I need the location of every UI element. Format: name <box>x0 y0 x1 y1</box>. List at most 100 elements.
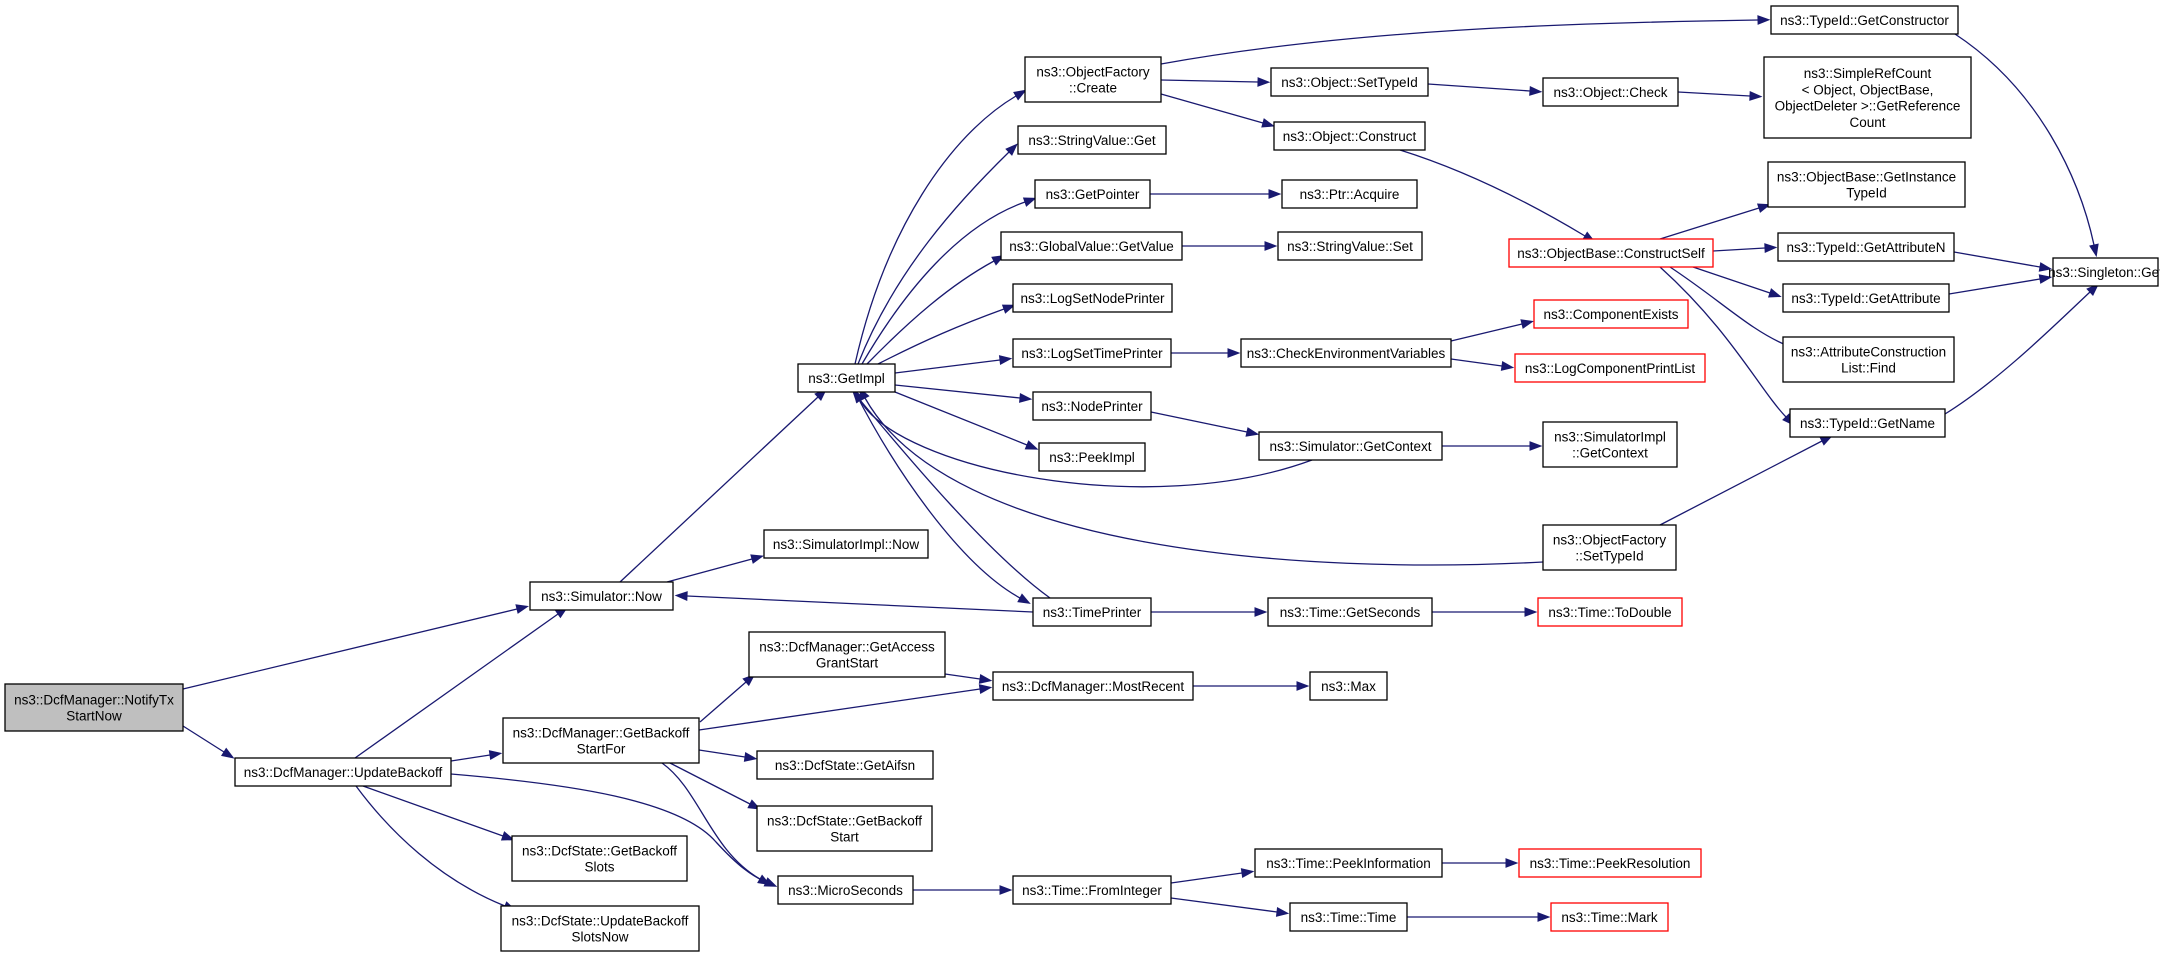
node-micros[interactable]: ns3::MicroSeconds <box>777 875 914 905</box>
edge-line <box>1692 266 1771 294</box>
node-box <box>1038 442 1146 472</box>
node-label: ns3::Time::Time <box>1301 910 1397 925</box>
node-label: ns3::LogSetTimePrinter <box>1021 346 1163 361</box>
node-box <box>2052 257 2159 287</box>
node-nodepr[interactable]: ns3::NodePrinter <box>1032 391 1152 421</box>
node-box <box>992 671 1194 701</box>
node-gvget[interactable]: ns3::GlobalValue::GetValue <box>1000 231 1183 261</box>
node-label: < Object, ObjectBase, <box>1802 82 1934 97</box>
node-ptracq[interactable]: ns3::Ptr::Acquire <box>1281 179 1418 209</box>
node-strget[interactable]: ns3::StringValue::Get <box>1017 125 1167 155</box>
node-strset[interactable]: ns3::StringValue::Set <box>1277 231 1423 261</box>
node-box <box>756 750 934 780</box>
arrowhead-icon <box>1768 288 1782 298</box>
node-getaifsn[interactable]: ns3::DcfState::GetAifsn <box>756 750 934 780</box>
node-tidgetattr[interactable]: ns3::TypeId::GetAttribute <box>1782 283 1950 313</box>
node-tidgetctor[interactable]: ns3::TypeId::GetConstructor <box>1770 5 1959 35</box>
node-timepr[interactable]: ns3::TimePrinter <box>1032 597 1152 627</box>
node-timemark[interactable]: ns3::Time::Mark <box>1550 902 1669 932</box>
node-updbk[interactable]: ns3::DcfManager::UpdateBackoff <box>234 757 452 787</box>
edge-ofsettid-to-getimpl <box>858 387 1544 566</box>
node-box <box>1782 336 1955 383</box>
node-label: ns3::CheckEnvironmentVariables <box>1247 346 1446 361</box>
node-getptr[interactable]: ns3::GetPointer <box>1034 179 1151 209</box>
node-timetime[interactable]: ns3::Time::Time <box>1289 902 1408 932</box>
node-simimplnow[interactable]: ns3::SimulatorImpl::Now <box>763 529 929 559</box>
edge-ofcreate-to-tidgetctor <box>1160 15 1771 65</box>
node-label: List::Find <box>1841 361 1896 376</box>
node-logcomppl[interactable]: ns3::LogComponentPrintList <box>1514 353 1706 383</box>
node-peekimpl[interactable]: ns3::PeekImpl <box>1038 442 1146 472</box>
edge-line <box>450 754 491 762</box>
node-obconstself[interactable]: ns3::ObjectBase::ConstructSelf <box>1508 238 1714 268</box>
node-objcheck[interactable]: ns3::Object::Check <box>1542 77 1679 107</box>
node-label: ns3::Object::Construct <box>1283 129 1417 144</box>
node-label: ns3::TypeId::GetConstructor <box>1780 13 1949 28</box>
node-label: ns3::Object::Check <box>1553 85 1667 100</box>
node-simimplctx[interactable]: ns3::SimulatorImpl::GetContext <box>1542 421 1678 468</box>
node-box <box>1017 125 1167 155</box>
edge-obconstself-to-attrfind <box>1669 266 1798 350</box>
node-box <box>748 631 946 678</box>
edge-timetime-to-timemark <box>1407 912 1551 922</box>
node-box <box>1767 161 1966 208</box>
edge-line <box>686 595 1034 613</box>
edge-line <box>1150 411 1248 433</box>
node-getimpl[interactable]: ns3::GetImpl <box>797 363 896 393</box>
edge-tidgetname-to-singget <box>1944 283 2100 415</box>
edge-getbkfor-to-getaccess <box>699 673 756 723</box>
node-chkenv[interactable]: ns3::CheckEnvironmentVariables <box>1240 338 1452 368</box>
node-tidgetname[interactable]: ns3::TypeId::GetName <box>1789 408 1946 438</box>
node-logstp[interactable]: ns3::LogSetTimePrinter <box>1012 338 1172 368</box>
edge-line <box>661 762 761 880</box>
node-logsnp[interactable]: ns3::LogSetNodePrinter <box>1012 283 1173 313</box>
node-singget[interactable]: ns3::Singleton::Get <box>2048 257 2160 287</box>
node-max[interactable]: ns3::Max <box>1309 671 1388 701</box>
node-peekinfo[interactable]: ns3::Time::PeekInformation <box>1254 848 1443 878</box>
edge-obconstself-to-tidgetattrn <box>1712 243 1778 253</box>
edge-getbkfor-to-mostrecent <box>698 684 993 731</box>
node-mostrecent[interactable]: ns3::DcfManager::MostRecent <box>992 671 1194 701</box>
node-tidgetattrn[interactable]: ns3::TypeId::GetAttributeN <box>1777 232 1955 262</box>
node-ofcreate[interactable]: ns3::ObjectFactory::Create <box>1024 56 1162 103</box>
node-label: ns3::SimulatorImpl::Now <box>773 537 920 552</box>
node-label: ns3::TypeId::GetAttribute <box>1791 291 1940 306</box>
node-objconst[interactable]: ns3::Object::Construct <box>1273 121 1426 151</box>
node-box <box>1032 597 1152 627</box>
node-label: ns3::DcfManager::UpdateBackoff <box>244 765 443 780</box>
node-peekres[interactable]: ns3::Time::PeekResolution <box>1518 848 1702 878</box>
node-label: ns3::StringValue::Get <box>1028 133 1156 148</box>
node-objsettid[interactable]: ns3::Object::SetTypeId <box>1270 67 1429 97</box>
node-label: ns3::Simulator::GetContext <box>1269 439 1431 454</box>
node-label: ::GetContext <box>1572 446 1648 461</box>
node-timetodbl[interactable]: ns3::Time::ToDouble <box>1537 597 1683 627</box>
node-fromint[interactable]: ns3::Time::FromInteger <box>1012 875 1172 905</box>
arrowhead-icon <box>852 390 865 404</box>
node-box <box>529 581 674 611</box>
node-label: ns3::DcfState::GetBackoff <box>767 813 922 828</box>
node-timegetsec[interactable]: ns3::Time::GetSeconds <box>1267 597 1433 627</box>
node-box <box>1550 902 1669 932</box>
node-label: ns3::Simulator::Now <box>541 589 662 604</box>
node-simgetctx[interactable]: ns3::Simulator::GetContext <box>1258 431 1443 461</box>
edge-mostrecent-to-max <box>1193 681 1310 691</box>
node-label: ns3::Singleton::Get <box>2048 265 2160 280</box>
node-box <box>502 717 700 764</box>
arrowhead-icon <box>1264 241 1278 251</box>
arrowhead-icon <box>1505 858 1519 868</box>
node-srcgetref[interactable]: ns3::SimpleRefCount< Object, ObjectBase,… <box>1763 56 1972 139</box>
edge-line <box>182 608 518 690</box>
edge-line <box>894 391 1028 446</box>
node-label: ns3::ObjectFactory <box>1553 532 1667 547</box>
node-simnow[interactable]: ns3::Simulator::Now <box>529 581 674 611</box>
node-compexists[interactable]: ns3::ComponentExists <box>1533 299 1689 329</box>
node-ofsettid[interactable]: ns3::ObjectFactory::SetTypeId <box>1542 524 1677 571</box>
